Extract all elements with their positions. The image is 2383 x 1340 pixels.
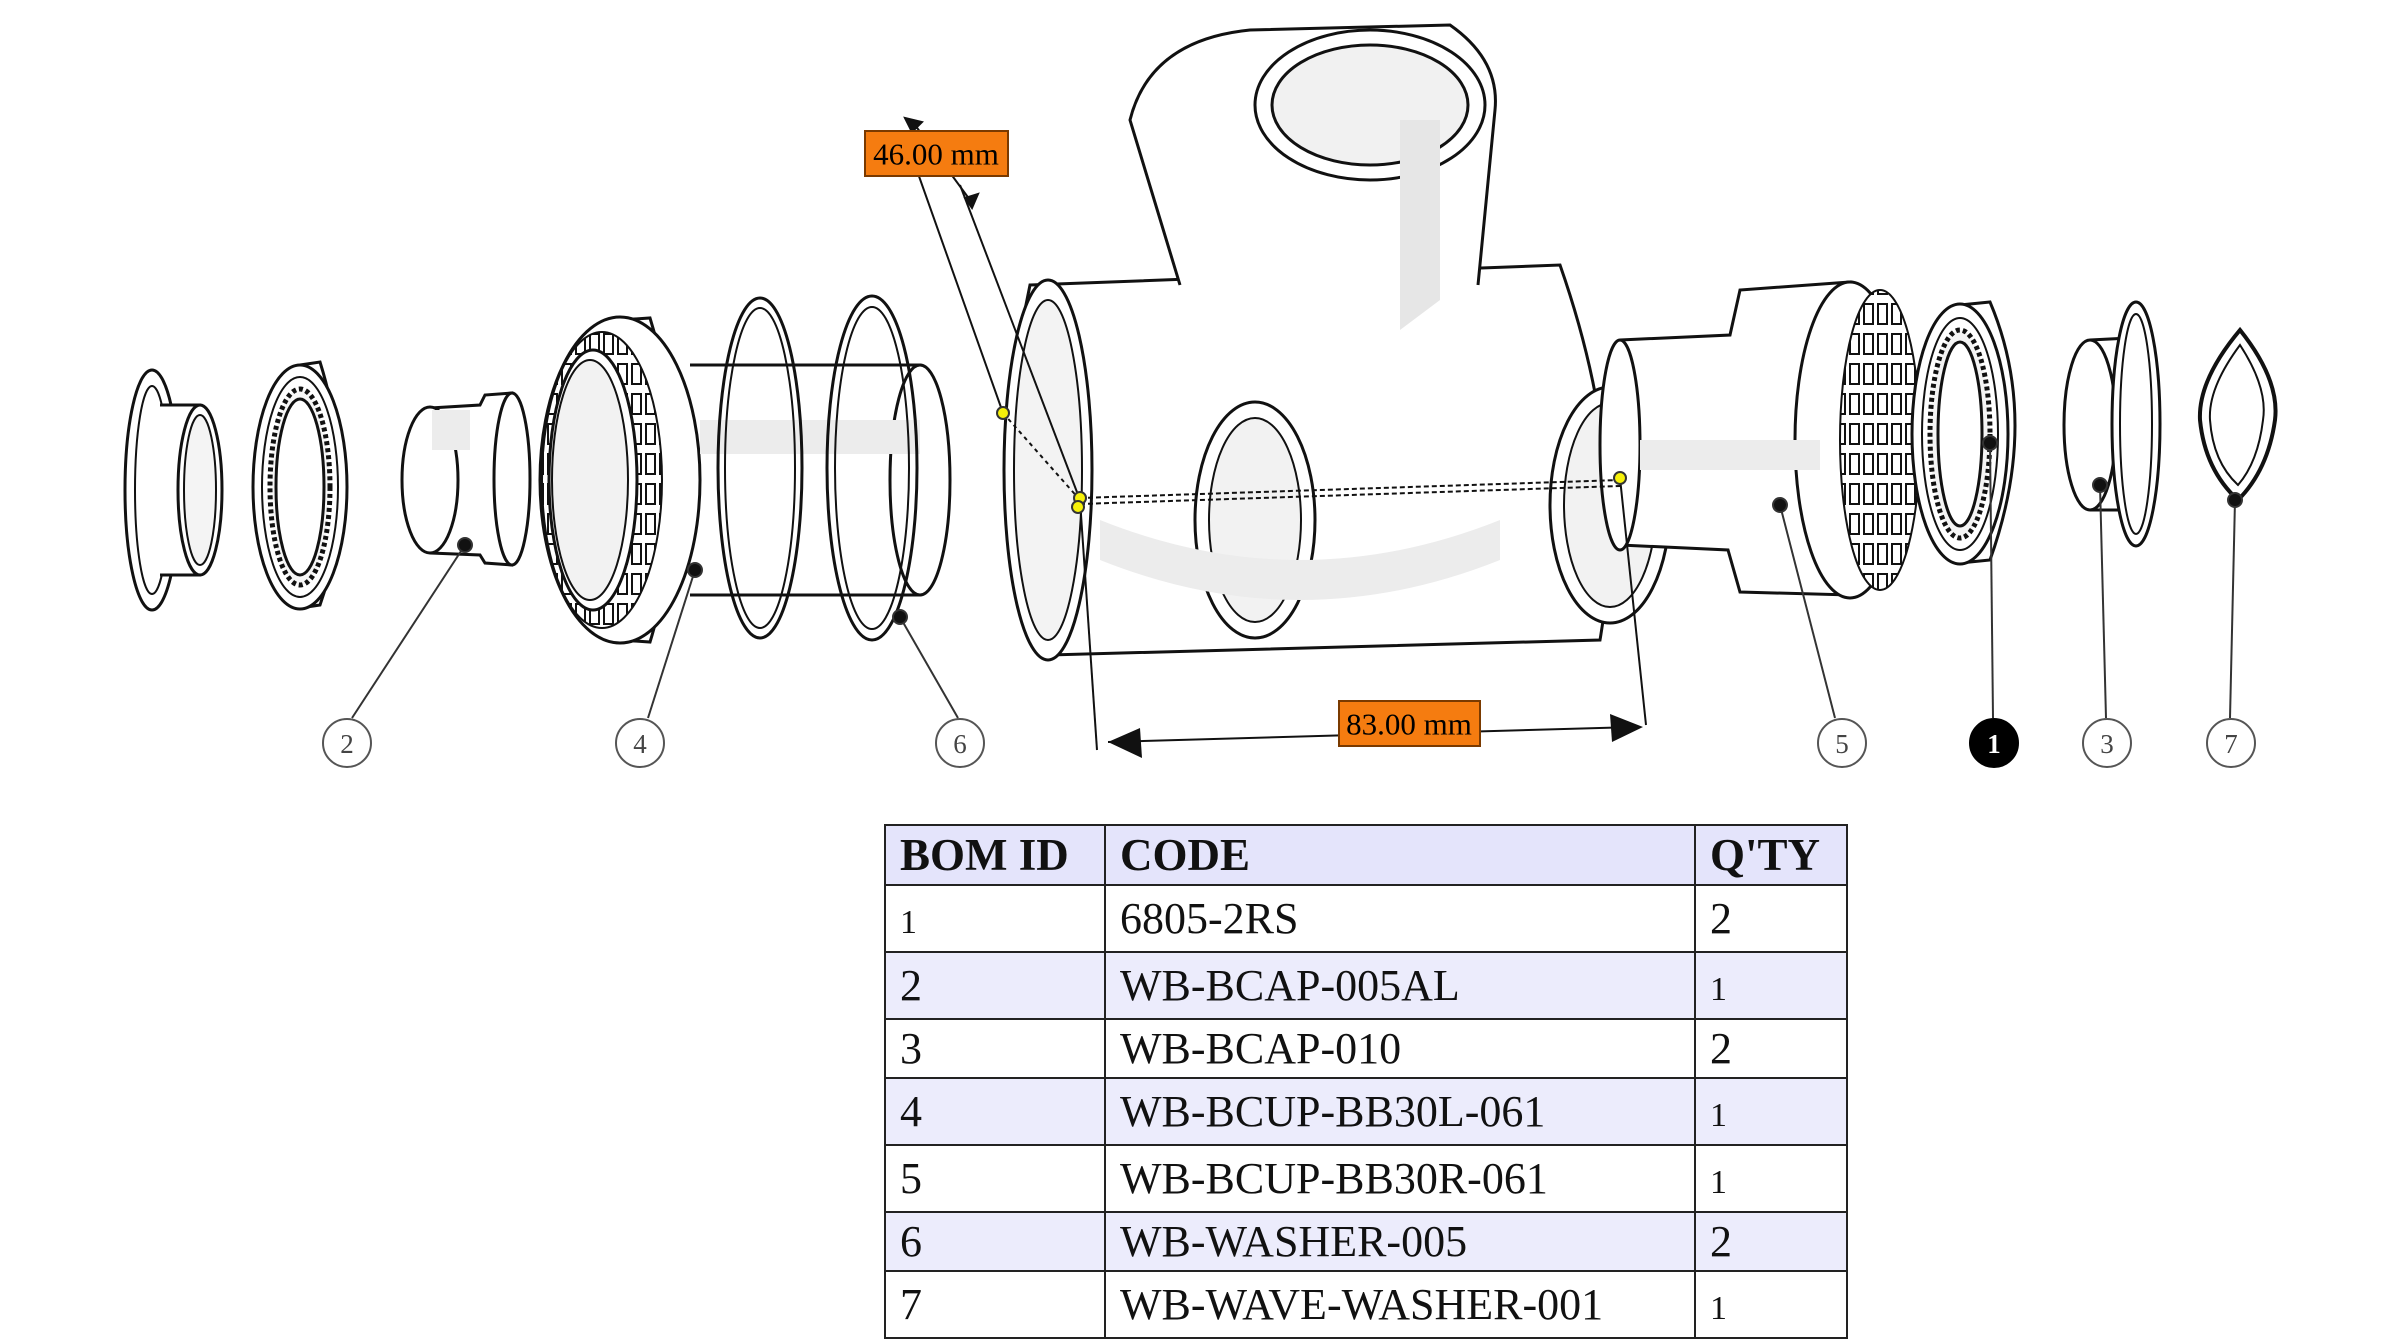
part-washers[interactable] bbox=[716, 294, 919, 642]
bom-cell-id: 2 bbox=[884, 951, 1106, 1020]
measure-points[interactable] bbox=[996, 406, 1627, 514]
part-bearing-left[interactable] bbox=[251, 360, 349, 611]
balloon-2[interactable]: 2 bbox=[322, 718, 372, 768]
bom-row[interactable]: 1 6805-2RS 2 bbox=[884, 884, 1848, 953]
balloon-7-label: 7 bbox=[2224, 729, 2238, 759]
bb-shell-frame bbox=[1002, 23, 1672, 662]
bom-row[interactable]: 2 WB-BCAP-005AL 1 bbox=[884, 951, 1848, 1020]
bom-cell-code: WB-BCUP-BB30L-061 bbox=[1104, 1077, 1696, 1146]
bom-header-qty: Q'TY bbox=[1694, 824, 1848, 886]
bom-cell-code: WB-BCAP-010 bbox=[1104, 1018, 1696, 1079]
leader-lines bbox=[351, 435, 2243, 719]
part-bb-cup-right[interactable] bbox=[1598, 280, 1921, 600]
balloon-1-label: 1 bbox=[1987, 729, 2001, 759]
bom-cell-id: 7 bbox=[884, 1270, 1106, 1339]
bom-cell-code: 6805-2RS bbox=[1104, 884, 1696, 953]
dimension-83mm bbox=[1079, 477, 1647, 758]
bom-cell-qty: 1 bbox=[1694, 1270, 1848, 1339]
balloon-6-label: 6 bbox=[953, 729, 967, 759]
bom-row[interactable]: 3 WB-BCAP-010 2 bbox=[884, 1018, 1848, 1079]
part-bearing-right[interactable] bbox=[1910, 300, 2017, 566]
balloon-1[interactable]: 1 bbox=[1969, 718, 2019, 768]
balloon-4-label: 4 bbox=[633, 729, 647, 759]
bom-header-id: BOM ID bbox=[884, 824, 1106, 886]
bom-cell-id: 5 bbox=[884, 1144, 1106, 1213]
bom-cell-qty: 1 bbox=[1694, 1077, 1848, 1146]
balloon-6[interactable]: 6 bbox=[935, 718, 985, 768]
bom-row[interactable]: 5 WB-BCUP-BB30R-061 1 bbox=[884, 1144, 1848, 1213]
bom-cell-qty: 1 bbox=[1694, 1144, 1848, 1213]
balloon-2-label: 2 bbox=[340, 729, 354, 759]
part-wave-washer[interactable] bbox=[2197, 326, 2278, 503]
bom-cell-qty: 2 bbox=[1694, 1018, 1848, 1079]
bom-cell-qty: 1 bbox=[1694, 951, 1848, 1020]
bom-cell-code: WB-WASHER-005 bbox=[1104, 1211, 1696, 1272]
bom-cell-code: WB-BCAP-005AL bbox=[1104, 951, 1696, 1020]
bom-row[interactable]: 4 WB-BCUP-BB30L-061 1 bbox=[884, 1077, 1848, 1146]
bom-cell-id: 3 bbox=[884, 1018, 1106, 1079]
balloon-7[interactable]: 7 bbox=[2206, 718, 2256, 768]
part-cap-right[interactable] bbox=[2062, 300, 2162, 548]
dimension-83mm-text: 83.00 mm bbox=[1346, 707, 1472, 742]
bom-cell-id: 1 bbox=[884, 884, 1106, 953]
dimension-46mm-text: 46.00 mm bbox=[873, 137, 999, 172]
bom-cell-id: 4 bbox=[884, 1077, 1106, 1146]
bom-cell-code: WB-WAVE-WASHER-001 bbox=[1104, 1270, 1696, 1339]
dimension-46mm-label[interactable]: 46.00 mm bbox=[864, 130, 1009, 177]
bom-row[interactable]: 7 WB-WAVE-WASHER-001 1 bbox=[884, 1270, 1848, 1339]
dimension-83mm-label[interactable]: 83.00 mm bbox=[1338, 700, 1481, 747]
exploded-assembly-drawing: 46.00 mm 83.00 mm 2 4 bbox=[123, 23, 2278, 768]
part-bb-cup-left[interactable] bbox=[538, 315, 952, 645]
part-cap-left[interactable] bbox=[123, 368, 224, 612]
bom-cell-qty: 2 bbox=[1694, 1211, 1848, 1272]
balloon-5-label: 5 bbox=[1835, 729, 1849, 759]
bom-cell-id: 6 bbox=[884, 1211, 1106, 1272]
bom-header-row: BOM ID CODE Q'TY bbox=[884, 824, 1848, 886]
bom-cell-code: WB-BCUP-BB30R-061 bbox=[1104, 1144, 1696, 1213]
part-bearing-cap-sleeve[interactable] bbox=[400, 391, 532, 567]
bom-header-code: CODE bbox=[1104, 824, 1696, 886]
balloon-3-label: 3 bbox=[2100, 729, 2114, 759]
balloon-5[interactable]: 5 bbox=[1817, 718, 1867, 768]
bom-row[interactable]: 6 WB-WASHER-005 2 bbox=[884, 1211, 1848, 1272]
balloon-4[interactable]: 4 bbox=[615, 718, 665, 768]
bom-cell-qty: 2 bbox=[1694, 884, 1848, 953]
bom-table: BOM ID CODE Q'TY 1 6805-2RS 2 2 WB-BCAP-… bbox=[884, 824, 1848, 1339]
balloon-3[interactable]: 3 bbox=[2082, 718, 2132, 768]
